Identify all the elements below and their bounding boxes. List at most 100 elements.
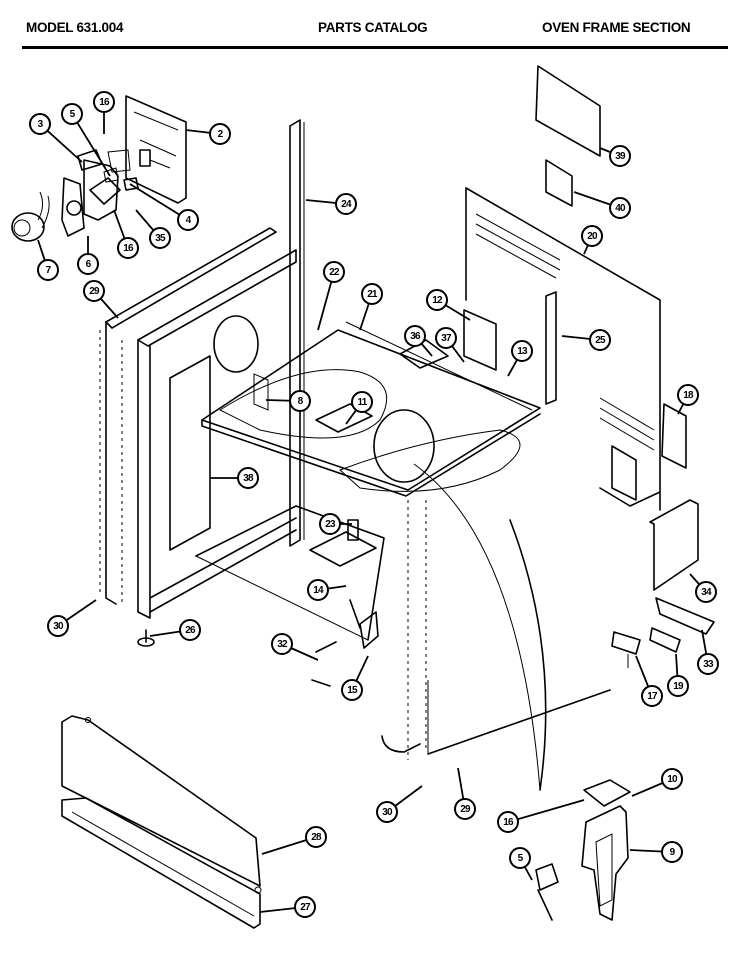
callout-number: 18 bbox=[683, 390, 694, 401]
callout-part-4: 4 bbox=[177, 209, 199, 231]
callout-circle bbox=[77, 253, 99, 275]
callout-part-18: 18 bbox=[677, 384, 699, 406]
callout-circle bbox=[37, 259, 59, 281]
callout-number: 14 bbox=[313, 585, 324, 596]
callout-circle bbox=[179, 619, 201, 641]
callout-number: 25 bbox=[595, 335, 606, 346]
callout-circle bbox=[435, 327, 457, 349]
callout-part-29: 29 bbox=[454, 798, 476, 820]
callout-part-30: 30 bbox=[47, 615, 69, 637]
leader-line-16 bbox=[507, 799, 585, 823]
callout-part-12: 12 bbox=[426, 289, 448, 311]
callout-circle bbox=[117, 237, 139, 259]
callout-circle bbox=[454, 798, 476, 820]
leader-line-5 bbox=[71, 113, 111, 177]
callout-number: 16 bbox=[123, 243, 134, 254]
callout-number: 13 bbox=[517, 346, 528, 357]
callout-part-20: 20 bbox=[581, 225, 603, 247]
callout-number: 30 bbox=[382, 807, 393, 818]
callout-part-29: 29 bbox=[83, 280, 105, 302]
callout-number: 38 bbox=[243, 473, 254, 484]
callout-part-28: 28 bbox=[305, 826, 327, 848]
callout-circle bbox=[307, 579, 329, 601]
callout-part-27: 27 bbox=[294, 896, 316, 918]
callout-part-33: 33 bbox=[697, 653, 719, 675]
callout-circle bbox=[609, 145, 631, 167]
callout-circle bbox=[237, 467, 259, 489]
callout-circle bbox=[47, 615, 69, 637]
callout-circle bbox=[511, 340, 533, 362]
callout-circle bbox=[335, 193, 357, 215]
callout-number: 24 bbox=[341, 199, 352, 210]
callout-circle bbox=[209, 123, 231, 145]
callout-circle bbox=[93, 91, 115, 113]
callout-number: 17 bbox=[647, 691, 658, 702]
callout-number: 29 bbox=[89, 286, 100, 297]
callout-circle bbox=[305, 826, 327, 848]
callout-number: 29 bbox=[460, 804, 471, 815]
callout-part-30: 30 bbox=[376, 801, 398, 823]
callout-circle bbox=[376, 801, 398, 823]
callout-part-11: 11 bbox=[351, 391, 373, 413]
callout-circle bbox=[323, 261, 345, 283]
callout-number: 12 bbox=[432, 295, 443, 306]
callout-number: 9 bbox=[670, 847, 676, 858]
callout-number: 33 bbox=[703, 659, 714, 670]
callout-number: 15 bbox=[347, 685, 358, 696]
loose-plates bbox=[535, 65, 687, 469]
callout-number: 2 bbox=[218, 129, 224, 140]
callout-part-34: 34 bbox=[695, 581, 717, 603]
callout-number: 26 bbox=[185, 625, 196, 636]
callout-circle bbox=[61, 103, 83, 125]
callout-number: 3 bbox=[38, 119, 44, 130]
callout-number: 11 bbox=[358, 397, 368, 408]
callout-circle bbox=[667, 675, 689, 697]
callout-part-13: 13 bbox=[511, 340, 533, 362]
callout-part-9: 9 bbox=[661, 841, 683, 863]
callout-part-5: 5 bbox=[61, 103, 83, 125]
callout-circle bbox=[695, 581, 717, 603]
callout-number: 7 bbox=[46, 265, 52, 276]
callout-circle bbox=[319, 513, 341, 535]
callout-number: 23 bbox=[325, 519, 336, 530]
callout-part-5: 5 bbox=[509, 847, 531, 869]
callout-circle bbox=[609, 197, 631, 219]
callout-part-10: 10 bbox=[661, 768, 683, 790]
callout-circle bbox=[361, 283, 383, 305]
callout-circle bbox=[697, 653, 719, 675]
callout-part-24: 24 bbox=[335, 193, 357, 215]
callout-part-22: 22 bbox=[323, 261, 345, 283]
callout-part-3: 3 bbox=[29, 113, 51, 135]
callout-part-16: 16 bbox=[497, 811, 519, 833]
bottom-access-panel bbox=[413, 463, 611, 791]
callout-part-6: 6 bbox=[77, 253, 99, 275]
callout-part-32: 32 bbox=[271, 633, 293, 655]
callout-number: 22 bbox=[329, 267, 340, 278]
callout-part-19: 19 bbox=[667, 675, 689, 697]
right-lower-brackets bbox=[611, 499, 715, 668]
callout-number: 21 bbox=[367, 289, 378, 300]
back-panel bbox=[463, 187, 661, 511]
callout-circle bbox=[641, 685, 663, 707]
header-rule bbox=[22, 46, 728, 49]
callout-circle bbox=[677, 384, 699, 406]
callout-circle bbox=[289, 390, 311, 412]
callout-part-25: 25 bbox=[589, 329, 611, 351]
callout-number: 36 bbox=[410, 331, 421, 342]
callout-part-37: 37 bbox=[435, 327, 457, 349]
callout-number: 27 bbox=[300, 902, 311, 913]
callout-circle bbox=[404, 325, 426, 347]
callout-part-21: 21 bbox=[361, 283, 383, 305]
callout-number: 30 bbox=[53, 621, 64, 632]
callout-part-17: 17 bbox=[641, 685, 663, 707]
section-title: OVEN FRAME SECTION bbox=[542, 20, 691, 35]
callout-number: 34 bbox=[701, 587, 712, 598]
callout-circle bbox=[29, 113, 51, 135]
callout-number: 40 bbox=[615, 203, 626, 214]
callout-part-2: 2 bbox=[209, 123, 231, 145]
callout-number: 20 bbox=[587, 231, 598, 242]
callout-number: 6 bbox=[86, 259, 92, 270]
callout-number: 10 bbox=[667, 774, 678, 785]
